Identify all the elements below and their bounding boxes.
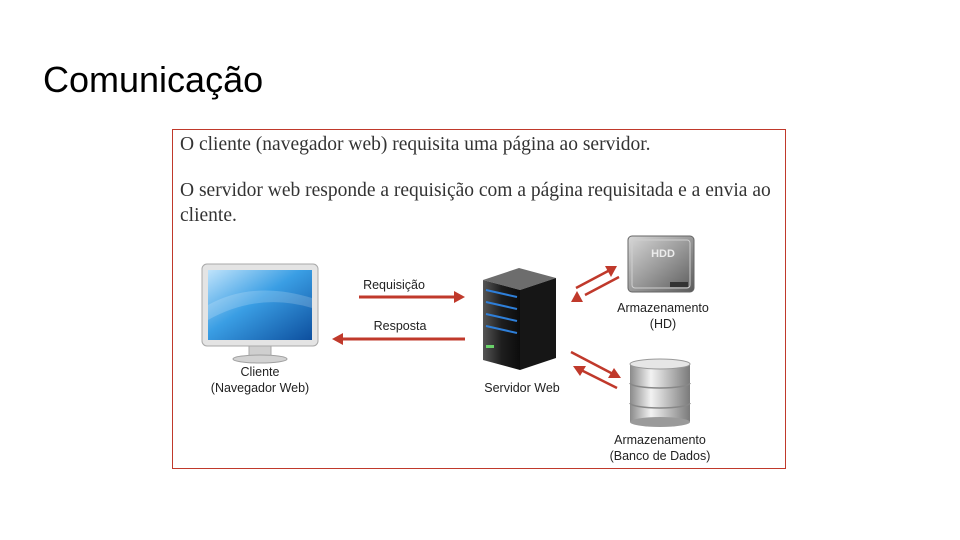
response-arrow	[332, 333, 465, 345]
client-label: Cliente	[241, 365, 280, 379]
hd-sublabel: (HD)	[650, 317, 676, 331]
db-arrows	[570, 350, 621, 390]
communication-figure: O cliente (navegador web) requisita uma …	[172, 129, 786, 469]
client-server-diagram: Cliente (Navegador Web) Requisição Respo…	[201, 235, 711, 463]
monitor-icon	[201, 263, 319, 364]
hd-arrows	[571, 266, 620, 302]
response-label: Resposta	[374, 319, 427, 333]
paragraph-response: O servidor web responde a requisição com…	[180, 180, 771, 226]
server-icon	[483, 268, 556, 370]
hard-drive-icon: HDD	[627, 235, 695, 293]
paragraph-request: O cliente (navegador web) requisita uma …	[180, 134, 651, 155]
client-sublabel: (Navegador Web)	[211, 381, 309, 395]
db-label: Armazenamento	[614, 433, 706, 447]
db-sublabel: (Banco de Dados)	[610, 449, 711, 463]
slide-title: Comunicação	[43, 59, 264, 100]
request-label: Requisição	[363, 278, 425, 292]
request-arrow	[359, 291, 465, 303]
hd-text: HDD	[651, 248, 675, 260]
server-label: Servidor Web	[484, 381, 560, 395]
database-icon	[629, 358, 691, 427]
hd-label: Armazenamento	[617, 301, 709, 315]
